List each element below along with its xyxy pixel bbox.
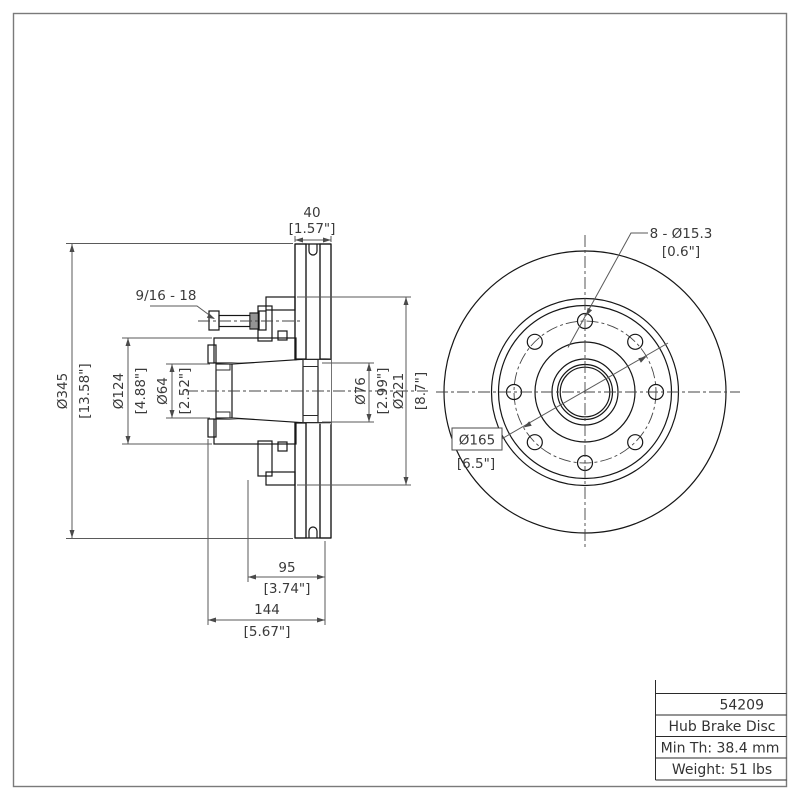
seal-ring [277, 441, 288, 452]
section-view [186, 243, 428, 539]
dim-disc-thickness-in: [1.57"] [289, 221, 336, 237]
vent-slot [308, 244, 318, 256]
wheel-flange [257, 305, 273, 342]
dim-hat-diameter-in: [8.7"] [413, 372, 429, 410]
bearing-boss [213, 418, 297, 445]
wheel-flange [257, 440, 273, 477]
dimensions: 40 [1.57"] Ø345 [13.58"] Ø124 [4.88"] Ø6… [55, 205, 712, 640]
dim-bore-outer-in: [2.99"] [375, 368, 391, 415]
bearing-race [302, 415, 319, 423]
label-bolt-holes-in: [0.6"] [662, 244, 700, 260]
dim-disc-thickness: 40 [303, 205, 320, 221]
dim-hat-depth-in: [3.74"] [264, 581, 311, 597]
dim-outer-diameter-in: [13.58"] [77, 363, 93, 418]
dim-hat-diameter: Ø221 [391, 373, 407, 409]
hat-wall [265, 296, 296, 311]
front-view [436, 235, 740, 550]
dim-flange-diameter: Ø124 [111, 373, 127, 409]
title-block: 54209 Hub Brake Disc Min Th: 38.4 mm Wei… [655, 680, 787, 781]
disc-cheek [319, 422, 332, 539]
min-thickness: Min Th: 38.4 mm [661, 741, 780, 757]
bearing-race [302, 359, 319, 367]
dim-outer-diameter: Ø345 [55, 373, 71, 409]
dim-hat-depth: 95 [278, 560, 295, 576]
disc-cheek [319, 243, 332, 360]
dim-bore-outer: Ø76 [353, 377, 369, 405]
hub-end-face [207, 418, 217, 438]
bearing-boss [213, 337, 297, 364]
wheel-stud [198, 310, 302, 331]
dim-bolt-circle-in: [6.5"] [457, 456, 495, 472]
seal-ring [277, 330, 288, 341]
dim-overall-height-in: [5.67"] [244, 624, 291, 640]
bearing-race [215, 363, 231, 371]
part-number: 54209 [719, 698, 764, 714]
bolt-circle-frame [451, 427, 503, 451]
label-stud-thread: 9/16 - 18 [136, 288, 197, 304]
disc-cheek [294, 243, 307, 360]
vent-slot [308, 526, 318, 538]
dim-bore-inner: Ø64 [155, 377, 171, 405]
weight: Weight: 51 lbs [672, 762, 772, 778]
dim-bolt-circle: Ø165 [459, 433, 495, 449]
hub-end-face [207, 344, 217, 364]
sheet-border [12, 12, 788, 788]
dim-flange-diameter-in: [4.88"] [133, 368, 149, 415]
hat-wall [265, 471, 296, 486]
dim-overall-height: 144 [254, 602, 280, 618]
dim-bore-inner-in: [2.52"] [177, 368, 193, 415]
label-bolt-holes: 8 - Ø15.3 [650, 226, 713, 242]
part-name: Hub Brake Disc [668, 719, 775, 735]
bearing-race [215, 411, 231, 419]
disc-cheek [294, 422, 307, 539]
